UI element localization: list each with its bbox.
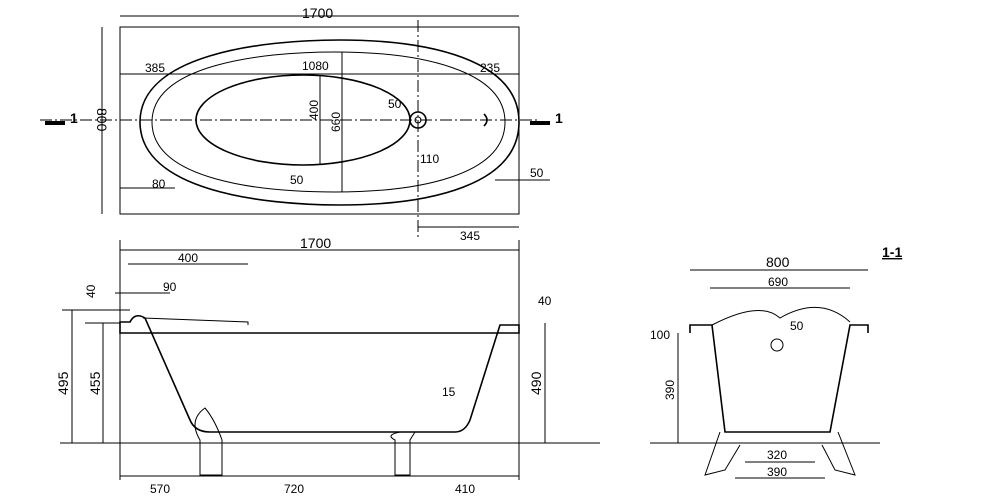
dim-rim-height-right: 40 — [538, 294, 552, 308]
dim-wall-thickness: 15 — [442, 385, 456, 399]
section-title: 1-1 — [882, 244, 902, 260]
dim-drain-from-end: 345 — [460, 229, 480, 243]
section-leg-right-icon — [821, 431, 856, 476]
overflow-hole-icon — [770, 338, 784, 352]
dim-leg-outer: 390 — [767, 465, 787, 479]
dim-drain-diameter: 50 — [388, 97, 402, 111]
claw-foot-right-icon — [390, 431, 416, 476]
drain-icon — [409, 111, 427, 129]
dim-basin-length: 1080 — [302, 59, 329, 73]
dim-leg-right: 410 — [455, 482, 475, 496]
dim-headrest-offset: 90 — [163, 280, 177, 294]
dim-inner-width: 660 — [329, 112, 343, 132]
dim-total-height: 495 — [55, 371, 71, 395]
section-mark-right: 1 — [555, 110, 563, 126]
section-mark-left: 1 — [70, 110, 78, 126]
dim-side-length: 1700 — [300, 235, 331, 251]
rim-outer — [139, 39, 520, 206]
section-view: 1-1 800 690 50 100 390 320 390 — [650, 244, 902, 479]
section-rim-curve — [711, 307, 851, 326]
section-profile — [689, 324, 869, 433]
dim-leg-left: 570 — [150, 482, 170, 496]
dim-leg-inner: 320 — [767, 448, 787, 462]
dim-rim-to-floor: 455 — [87, 371, 103, 395]
dim-section-rim-height: 100 — [650, 328, 670, 342]
dim-basin-width: 400 — [307, 100, 321, 120]
dim-rim-right: 50 — [530, 166, 544, 180]
dim-right-offset: 235 — [480, 61, 500, 75]
dim-leg-span: 720 — [284, 482, 304, 496]
section-leg-left-icon — [704, 431, 741, 476]
dim-left-offset: 385 — [145, 61, 165, 75]
dim-rim-left: 80 — [152, 177, 166, 191]
dim-height-right: 490 — [528, 371, 544, 395]
dim-section-depth: 390 — [663, 380, 677, 400]
overflow-icon — [483, 113, 488, 127]
dim-section-width: 800 — [766, 254, 790, 270]
dim-width: 800 — [94, 108, 110, 132]
claw-foot-left-icon — [194, 407, 223, 476]
dim-length: 1700 — [302, 5, 333, 21]
dim-overflow-diameter: 50 — [790, 319, 804, 333]
headrest — [142, 317, 249, 325]
rim-inner — [151, 51, 506, 193]
dim-rim-bottom: 50 — [290, 173, 304, 187]
side-view: 1700 400 90 40 495 455 40 490 15 570 720… — [55, 235, 600, 496]
dim-rim-height-left: 40 — [84, 284, 98, 298]
top-view: 1700 800 385 1080 235 50 400 660 110 80 … — [40, 5, 563, 243]
dim-headrest-length: 400 — [178, 251, 198, 265]
dim-section-inner-width: 690 — [768, 275, 788, 289]
dim-drain-offset: 110 — [420, 152, 439, 166]
tub-profile — [119, 314, 520, 433]
